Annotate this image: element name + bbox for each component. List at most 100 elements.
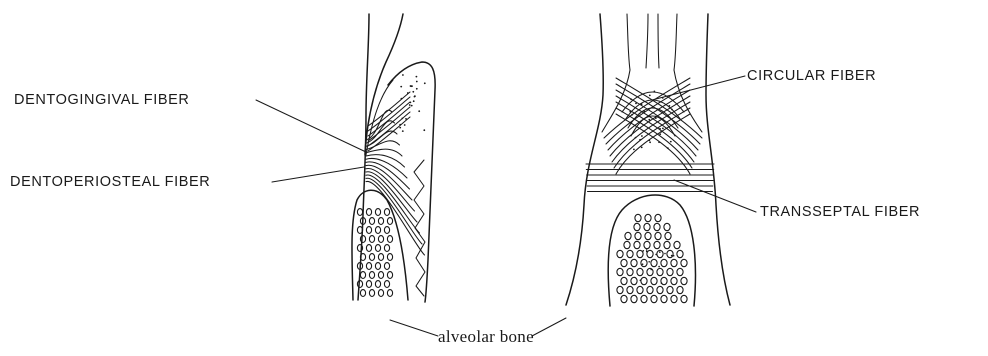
stipple-dot [659, 133, 661, 135]
right-transseptal-fibers [586, 164, 714, 192]
trabecula [369, 254, 374, 261]
trabecula [681, 277, 687, 284]
trabecula [369, 218, 374, 225]
trabecula [637, 250, 643, 257]
left-tooth-outer-outline [358, 14, 369, 300]
stipple-dot [400, 86, 402, 88]
trabecula [677, 268, 683, 275]
trabecula [664, 223, 670, 230]
trabecula [641, 277, 647, 284]
trabecula [378, 236, 383, 243]
stipple-dot [635, 103, 637, 105]
stipple-dot [648, 261, 650, 263]
trabecula [387, 272, 392, 279]
stipple-dot [646, 251, 648, 253]
stipple-dot [658, 266, 660, 268]
stipple-dot [643, 250, 645, 252]
trabecula [647, 250, 653, 257]
trabecula [634, 223, 640, 230]
trabecula [387, 218, 392, 225]
leader-alveolar-right [532, 318, 566, 336]
stipple-dot [401, 98, 403, 100]
fiber-line [366, 178, 422, 244]
stipple-dot [401, 118, 403, 120]
stipple-dot [399, 124, 401, 126]
trabecula [667, 250, 673, 257]
trabecula [627, 286, 633, 293]
stipple-dot [641, 103, 643, 105]
trabecula [387, 236, 392, 243]
trabecula [677, 250, 683, 257]
stipple-dot [655, 116, 657, 118]
circular-fiber-label: CIRCULAR FIBER [747, 69, 876, 84]
stipple-dot [667, 147, 669, 149]
stipple-dot [423, 129, 425, 131]
dentoperiosteal-fiber-label: DENTOPERIOSTEAL FIBER [10, 175, 210, 190]
trabecula [366, 227, 371, 234]
trabecula [635, 232, 641, 239]
stipple-dot [640, 280, 642, 282]
trabecula [654, 241, 660, 248]
stipple-dot [671, 255, 673, 257]
trabecula [387, 254, 392, 261]
stipple-dot [646, 249, 648, 251]
fiber-line [368, 97, 410, 131]
stipple-dot [648, 139, 650, 141]
trabecula [667, 268, 673, 275]
stipple-dot [673, 255, 675, 257]
stipple-dot [399, 127, 401, 129]
trabecula [617, 286, 623, 293]
stipple-dot [424, 82, 426, 84]
stipple-dot [649, 141, 651, 143]
trabecula [674, 241, 680, 248]
trabecula [369, 290, 374, 297]
trabecula [631, 295, 637, 302]
trabecula [671, 295, 677, 302]
trabecula [657, 268, 663, 275]
trabecula [651, 277, 657, 284]
stipple-dot [643, 111, 645, 113]
stipple-dot [660, 131, 662, 133]
trabecula [360, 272, 365, 279]
trabecula [617, 268, 623, 275]
trabecula [366, 209, 371, 216]
trabecula [360, 290, 365, 297]
trabecula [378, 254, 383, 261]
circular-fiber-line [616, 114, 690, 174]
stipple-dot [631, 114, 633, 116]
leader-circular [652, 76, 745, 100]
trabecula [624, 241, 630, 248]
trabecula [635, 214, 641, 221]
stipple-dot [418, 110, 420, 112]
stipple-dot [629, 111, 631, 113]
stipple-dot [649, 116, 651, 118]
right-circular-fibers [604, 78, 702, 174]
stipple-dot [407, 92, 409, 94]
trabecula [664, 241, 670, 248]
stipple-dot [416, 88, 418, 90]
trabecula [369, 272, 374, 279]
trabecula [384, 281, 389, 288]
trabecula [647, 286, 653, 293]
trabecula [641, 259, 647, 266]
stipple-dot [639, 139, 641, 141]
stipple-dot [654, 91, 656, 93]
trabecula [617, 250, 623, 257]
trabecula [621, 259, 627, 266]
trabecula [378, 218, 383, 225]
stipple-dot [662, 127, 664, 129]
trabecula [634, 241, 640, 248]
stipple-dot [650, 269, 652, 271]
stipple-dot [648, 119, 650, 121]
trabecula [627, 250, 633, 257]
stipple-dot [658, 141, 660, 143]
right-left-outer-outline [566, 14, 603, 305]
right-center-stalk-right [658, 14, 659, 68]
stipple-dot [635, 137, 637, 139]
trabecula [671, 277, 677, 284]
trabecula [384, 227, 389, 234]
trabecula [661, 259, 667, 266]
fiber-line [368, 107, 410, 141]
alveolar-bone-label: alveolar bone [438, 328, 534, 345]
